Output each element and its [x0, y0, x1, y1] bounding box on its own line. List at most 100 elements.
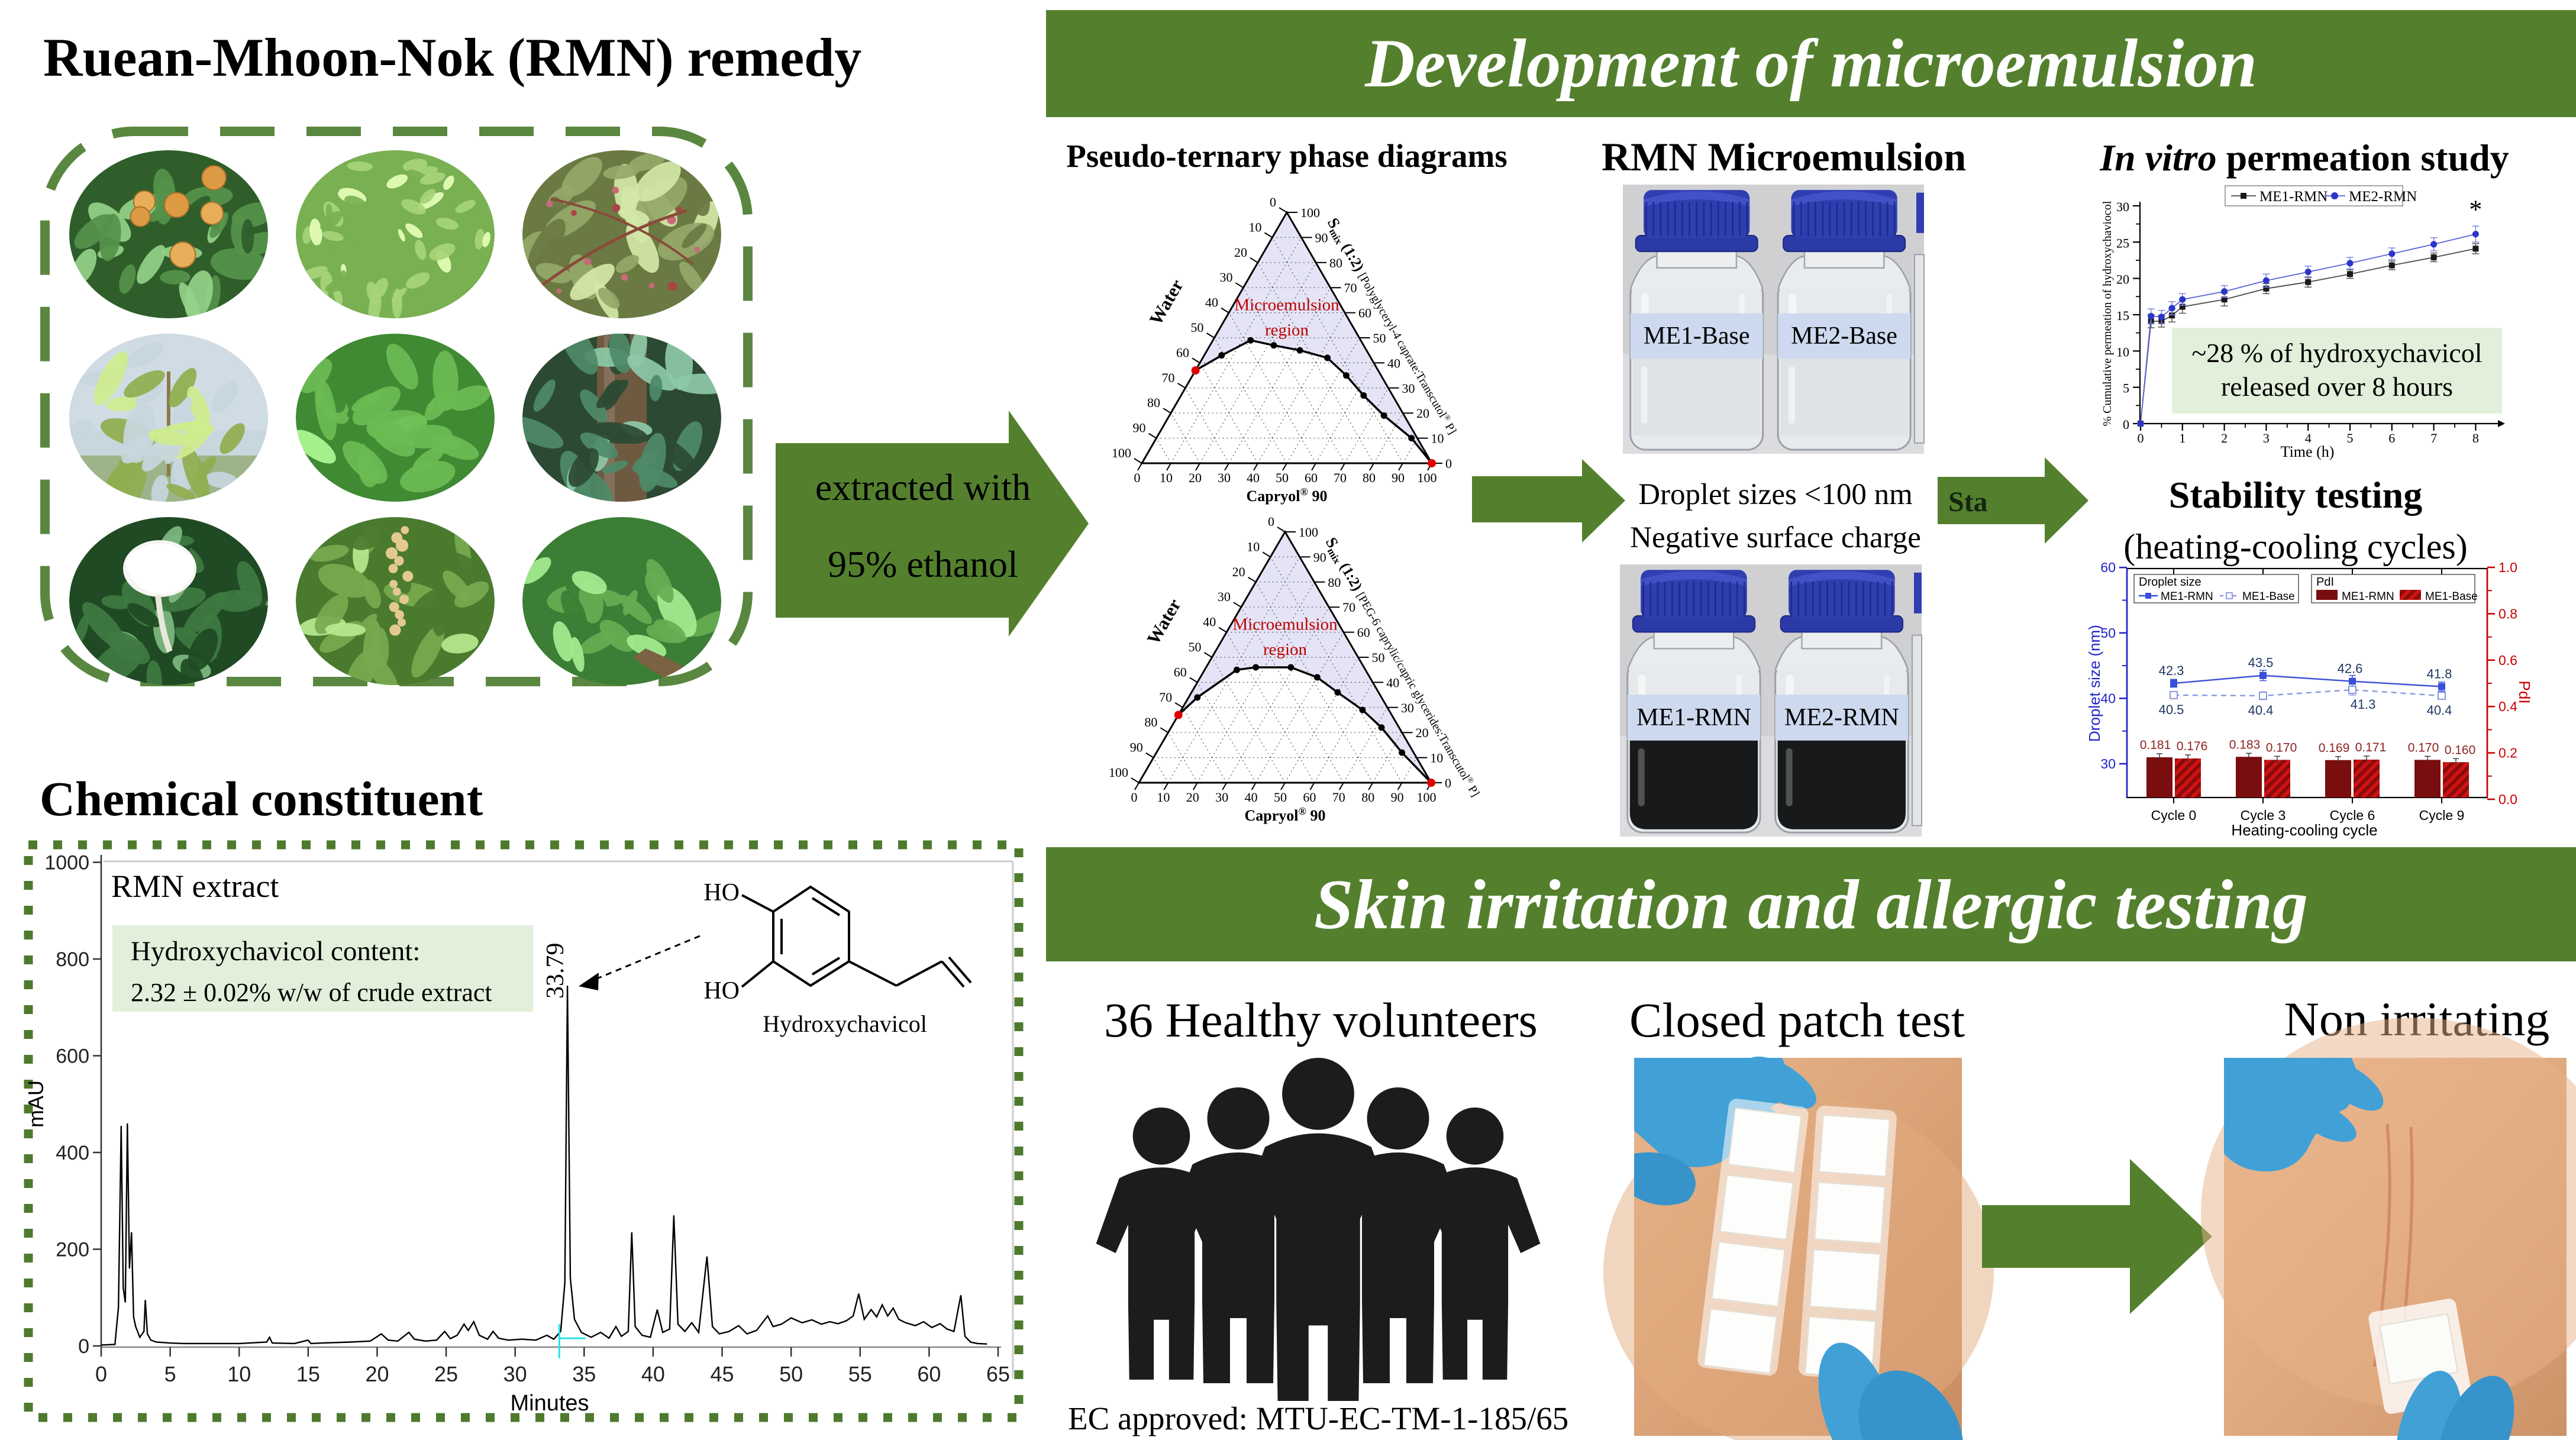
microemulsion-title: RMN Microemulsion: [1601, 134, 1967, 179]
svg-text:5: 5: [2347, 431, 2354, 445]
svg-text:3: 3: [2263, 431, 2270, 445]
patch-strip-1: [1697, 1099, 1809, 1376]
svg-text:1: 1: [2179, 431, 2186, 445]
svg-text:1000: 1000: [44, 852, 89, 874]
ho-bottom-label: HO: [703, 977, 740, 1005]
surface-charge-text: Negative surface charge: [1630, 521, 1921, 554]
svg-text:600: 600: [56, 1045, 89, 1068]
svg-text:65: 65: [986, 1362, 1010, 1386]
svg-text:100: 100: [1418, 470, 1437, 485]
svg-text:70: 70: [1344, 280, 1357, 295]
svg-text:20: 20: [1232, 564, 1245, 579]
hydroxychavicol-structure: [741, 885, 972, 988]
svg-text:mAU: mAU: [24, 1080, 48, 1128]
svg-text:0.183: 0.183: [2229, 738, 2261, 751]
svg-text:ME1-RMN: ME1-RMN: [2161, 590, 2213, 603]
partial-bottle-edge: [1912, 572, 1922, 826]
arrow-to-droplet-icon: [1472, 459, 1625, 543]
svg-text:Microemulsion: Microemulsion: [1232, 615, 1338, 634]
svg-text:90: 90: [1392, 470, 1405, 485]
glove-top2-icon: [2224, 1058, 2384, 1172]
svg-text:40: 40: [2100, 690, 2116, 706]
ternary-diagram-2: 0100010901020802030703040604050505060406…: [1109, 514, 1482, 824]
svg-text:70: 70: [1334, 470, 1347, 485]
svg-text:0.171: 0.171: [2355, 741, 2387, 754]
svg-text:10: 10: [2116, 344, 2129, 359]
svg-text:30: 30: [1218, 589, 1231, 604]
svg-text:*: *: [2469, 195, 2482, 224]
svg-text:30: 30: [1220, 270, 1233, 285]
svg-text:30: 30: [1401, 700, 1414, 715]
svg-text:50: 50: [1276, 470, 1289, 485]
svg-text:Capryol® 90: Capryol® 90: [1245, 805, 1326, 824]
development-banner: Development of microemulsion: [1046, 10, 2576, 117]
svg-text:40: 40: [1386, 675, 1399, 690]
svg-text:10: 10: [1157, 790, 1170, 805]
svg-text:40.4: 40.4: [2427, 703, 2452, 718]
plant-vine-trunk: [522, 334, 721, 502]
svg-text:90: 90: [1315, 230, 1328, 245]
svg-text:0.169: 0.169: [2319, 741, 2350, 755]
hydroxychavicol-annotation-box: [112, 925, 533, 1012]
svg-text:90: 90: [1130, 740, 1143, 755]
svg-text:200: 200: [56, 1239, 89, 1261]
bottle-label: ME1-RMN: [1636, 704, 1751, 731]
svg-text:Droplet size (nm): Droplet size (nm): [2086, 625, 2103, 742]
svg-text:40.5: 40.5: [2159, 702, 2184, 717]
bottle-label: ME1-Base: [1644, 322, 1750, 350]
svg-text:70: 70: [1159, 690, 1172, 705]
volunteers-title: 36 Healthy volunteers: [1104, 993, 1538, 1047]
svg-text:41.3: 41.3: [2351, 697, 2376, 712]
svg-text:50: 50: [1274, 790, 1287, 805]
permeation-title: In vitro permeation study: [2059, 136, 2550, 180]
glove-finger-icon: [1818, 1342, 1964, 1440]
svg-text:20: 20: [1416, 725, 1429, 740]
svg-text:ME1-RMN: ME1-RMN: [2259, 189, 2328, 205]
svg-text:4: 4: [2305, 431, 2312, 445]
plant-sky-sapling: [69, 334, 268, 502]
svg-text:0.170: 0.170: [2408, 741, 2439, 754]
svg-text:0: 0: [95, 1362, 107, 1386]
svg-text:25: 25: [2116, 235, 2129, 250]
svg-text:Capryol® 90: Capryol® 90: [1247, 486, 1328, 505]
ho-top-label: HO: [703, 879, 740, 906]
svg-text:400: 400: [56, 1142, 89, 1164]
series-ME2-RMN: [2137, 225, 2480, 427]
result-photo: [2201, 1018, 2576, 1440]
svg-text:0.6: 0.6: [2498, 653, 2517, 668]
structure-label: Hydroxychavicol: [763, 1010, 927, 1037]
svg-text:40.4: 40.4: [2248, 703, 2274, 718]
svg-text:0.4: 0.4: [2498, 699, 2517, 714]
svg-text:Water: Water: [1142, 595, 1185, 648]
svg-text:0: 0: [1445, 776, 1451, 790]
svg-text:Microemulsion: Microemulsion: [1234, 295, 1339, 314]
svg-text:60: 60: [1176, 345, 1189, 360]
svg-text:Water: Water: [1145, 276, 1187, 328]
volunteers-group-icon: [1096, 1058, 1541, 1401]
svg-text:40: 40: [1203, 615, 1216, 629]
svg-text:70: 70: [1342, 600, 1355, 615]
svg-text:90: 90: [1313, 550, 1326, 564]
chemical-title: Chemical constituent: [40, 771, 483, 826]
svg-text:region: region: [1265, 321, 1309, 340]
svg-text:20: 20: [365, 1362, 389, 1386]
svg-text:20: 20: [1189, 470, 1202, 485]
svg-text:42.6: 42.6: [2338, 661, 2363, 676]
hydroxychavicol-annotation-line1: Hydroxychavicol content:: [131, 936, 420, 967]
svg-text:60: 60: [2100, 560, 2116, 575]
svg-text:0: 0: [2138, 431, 2144, 445]
svg-text:0: 0: [2123, 417, 2129, 432]
svg-text:30: 30: [1215, 790, 1228, 805]
svg-text:PdI: PdI: [2316, 576, 2334, 589]
svg-text:30: 30: [503, 1362, 527, 1386]
svg-text:40: 40: [1247, 470, 1260, 485]
svg-text:100: 100: [1300, 205, 1320, 220]
plant-small-bush: [522, 517, 721, 685]
sample-label: RMN extract: [111, 868, 279, 904]
